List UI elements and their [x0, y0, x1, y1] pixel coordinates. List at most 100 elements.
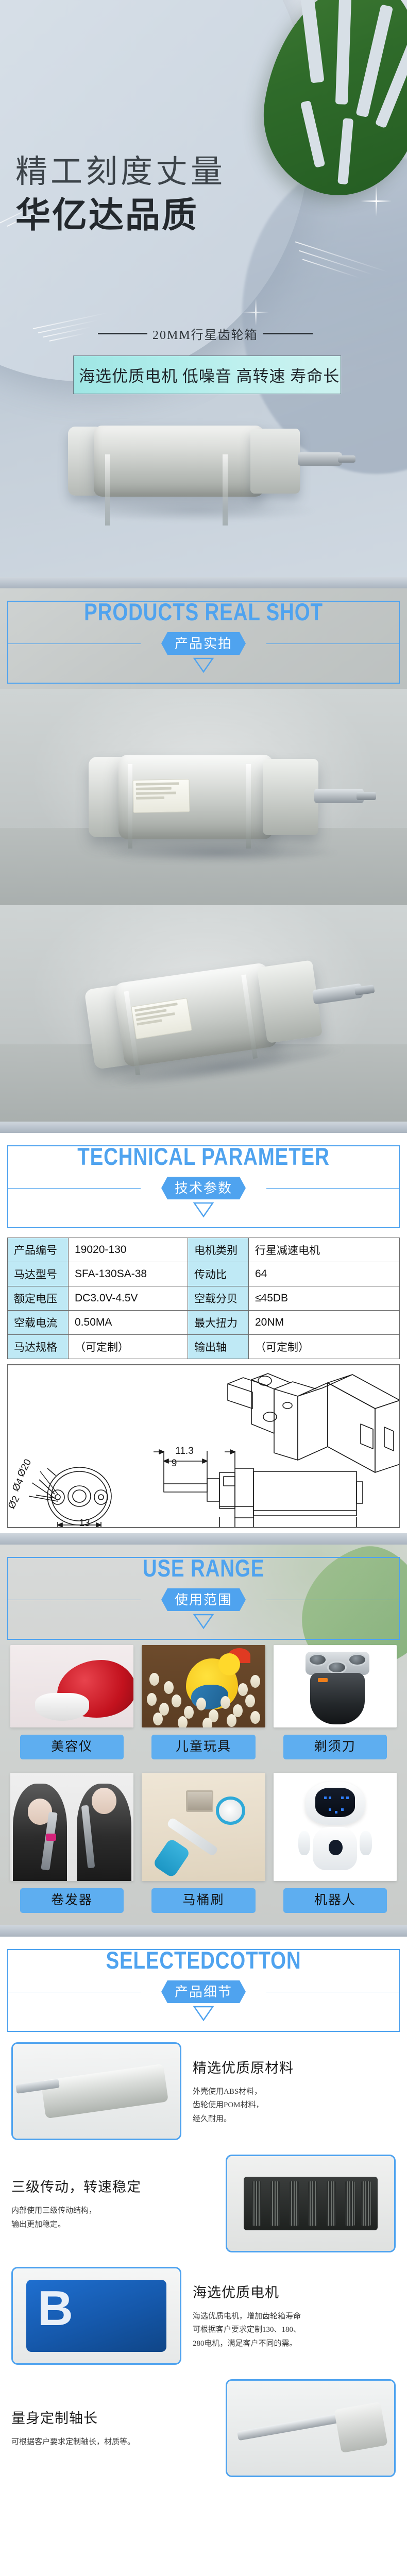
- section-frame: [7, 601, 400, 684]
- badge-line-right: [266, 643, 399, 644]
- section-badge-row: 使用范围: [0, 1588, 407, 1611]
- section-badge: 技术参数: [161, 1177, 246, 1199]
- hero-title-block: 精工刻度丈量 华亿达品质: [15, 155, 263, 237]
- section-badge-row: 产品细节: [0, 1980, 407, 2003]
- spec-value: 64: [248, 1262, 400, 1286]
- gearbox-housing: [250, 429, 300, 494]
- use-case-image: [273, 1645, 397, 1727]
- detail-title: 海选优质电机: [193, 2285, 279, 2301]
- detail-title: 量身定制轴长: [11, 2411, 98, 2427]
- technical-drawing: Ø20 Ø4 Ø2 13 11.3 9 5 18 24: [7, 1364, 400, 1528]
- hero-title-line2: 华亿达品质: [15, 195, 199, 236]
- use-range-row-2: 卷发器 马桶刷: [0, 1773, 407, 1913]
- section-header-real-shot: PRODUCTS REAL SHOT 产品实拍: [0, 588, 407, 689]
- section-badge: 使用范围: [161, 1588, 246, 1611]
- detail-list: 精选优质原材料 外壳使用ABS材料， 齿轮使用POM材料， 经久耐用。 三级传: [0, 2037, 407, 2501]
- detail-text-block: 精选优质原材料 外壳使用ABS材料， 齿轮使用POM材料， 经久耐用。: [193, 2057, 396, 2126]
- product-reflection: [75, 499, 317, 522]
- section-header-use-range: USE RANGE 使用范围: [0, 1545, 407, 1645]
- rule-right-icon: [263, 333, 313, 334]
- divider-strip: [0, 1533, 407, 1545]
- use-case-item[interactable]: 儿童玩具: [142, 1645, 265, 1759]
- badge-line-left: [8, 643, 141, 644]
- detail-line: 280电机，满足客户不同的需。: [193, 2339, 297, 2348]
- section-english-title: TECHNICAL PARAMETER: [77, 1143, 330, 1170]
- detail-line: 外壳使用ABS材料，: [193, 2088, 262, 2096]
- gearbox-housing: [263, 759, 318, 835]
- spec-value: 行星减速电机: [248, 1238, 400, 1262]
- spec-key: 最大扭力: [188, 1310, 249, 1335]
- detail-row: 精选优质原材料 外壳使用ABS材料， 齿轮使用POM材料， 经久耐用。: [0, 2037, 407, 2149]
- output-shaft-tip: [338, 455, 355, 463]
- real-shot-photo-1: [0, 689, 407, 905]
- detail-line: 齿轮使用POM材料，: [193, 2101, 264, 2110]
- detail-line: 内部使用三级传动结构，: [11, 2207, 97, 2215]
- product-shadow: [98, 842, 340, 863]
- divider-strip: [0, 1925, 407, 1937]
- hero-banner: 精工刻度丈量 华亿达品质 20MM行星齿轮箱 海选优质电机 低噪音 高转速 寿命…: [0, 0, 407, 577]
- dimension-label-11-3: 11.3: [175, 1446, 194, 1456]
- drawing-svg: Ø20 Ø4 Ø2 13 11.3 9 5 18 24: [8, 1373, 399, 1527]
- use-case-item[interactable]: 机器人: [273, 1773, 397, 1913]
- section-frame: [7, 1557, 400, 1640]
- dimension-label-9: 9: [172, 1458, 177, 1469]
- output-shaft: [298, 452, 342, 466]
- spec-value: （可定制）: [248, 1334, 400, 1359]
- use-range-row-1: 美容仪 儿童玩具: [0, 1645, 407, 1759]
- detail-row: 海选优质电机 海选优质电机，增加齿轮箱寿命 可根据客户要求定制130、180、 …: [0, 2262, 407, 2374]
- output-shaft-tip: [357, 792, 376, 800]
- spec-value: ≤45DB: [248, 1286, 400, 1311]
- spec-key: 电机类别: [188, 1238, 249, 1262]
- detail-image: [11, 2267, 181, 2365]
- detail-line: 可根据客户要求定制130、180、: [193, 2326, 301, 2334]
- use-case-image: [142, 1645, 265, 1727]
- sparkle-decoration: [242, 299, 269, 326]
- detail-text-block: 三级传动，转速稳定 内部使用三级传动结构， 输出更加稳定。: [11, 2176, 214, 2231]
- detail-line: 经久耐用。: [193, 2114, 232, 2123]
- use-case-item[interactable]: 马桶刷: [142, 1773, 265, 1913]
- section-header-details: SELECTEDCOTTON 产品细节: [0, 1937, 407, 2037]
- use-case-item[interactable]: 美容仪: [10, 1645, 134, 1759]
- use-case-image: [10, 1773, 134, 1881]
- spec-key: 空载电流: [7, 1310, 69, 1335]
- spec-value: 20NM: [248, 1310, 400, 1335]
- section-frame: [7, 1949, 400, 2032]
- spec-key: 产品编号: [7, 1238, 69, 1262]
- table-row: 马达型号 SFA-130SA-38 传动比 64: [7, 1262, 400, 1286]
- section-english-title: USE RANGE: [142, 1554, 265, 1582]
- badge-line-right: [266, 1188, 399, 1189]
- rule-left-icon: [98, 333, 147, 334]
- chevron-down-icon: [193, 657, 214, 673]
- motor-label-sticker: [132, 779, 190, 813]
- product-detail-page: 精工刻度丈量 华亿达品质 20MM行星齿轮箱 海选优质电机 低噪音 高转速 寿命…: [0, 0, 407, 2501]
- hero-subtitle-text: 20MM行星齿轮箱: [152, 329, 258, 342]
- output-shaft: [314, 789, 364, 803]
- spec-key: 输出轴: [188, 1334, 249, 1359]
- spec-value: 19020-130: [68, 1238, 188, 1262]
- spec-value: （可定制）: [68, 1334, 188, 1359]
- use-case-item[interactable]: 卷发器: [10, 1773, 134, 1913]
- detail-row: 量身定制轴长 可根据客户要求定制轴长，材质等。: [0, 2374, 407, 2486]
- use-case-image: [142, 1773, 265, 1881]
- use-case-item[interactable]: 剃须刀: [273, 1645, 397, 1759]
- spec-key: 传动比: [188, 1262, 249, 1286]
- spec-table-wrapper: 产品编号 19020-130 电机类别 行星减速电机 马达型号 SFA-130S…: [0, 1233, 407, 1359]
- use-case-label: 剃须刀: [283, 1735, 387, 1759]
- detail-body: 可根据客户要求定制轴长，材质等。: [11, 2435, 214, 2449]
- section-badge-row: 技术参数: [0, 1177, 407, 1199]
- spec-key: 空载分贝: [188, 1286, 249, 1311]
- detail-body: 海选优质电机，增加齿轮箱寿命 可根据客户要求定制130、180、 280电机，满…: [193, 2310, 396, 2350]
- use-case-label: 儿童玩具: [151, 1735, 256, 1759]
- chevron-down-icon: [193, 1202, 214, 1218]
- section-header-technical: TECHNICAL PARAMETER 技术参数: [0, 1133, 407, 1233]
- hero-title-line1: 精工刻度丈量: [15, 155, 226, 190]
- detail-line: 海选优质电机，增加齿轮箱寿命: [193, 2312, 301, 2321]
- section-frame: [7, 1145, 400, 1228]
- motor-body: [94, 426, 264, 526]
- detail-title: 三级传动，转速稳定: [11, 2179, 141, 2195]
- chevron-down-icon: [193, 1614, 214, 1630]
- detail-body: 内部使用三级传动结构， 输出更加稳定。: [11, 2204, 214, 2231]
- detail-text-block: 海选优质电机 海选优质电机，增加齿轮箱寿命 可根据客户要求定制130、180、 …: [193, 2281, 396, 2350]
- divider-strip: [0, 577, 407, 588]
- table-row: 马达规格 （可定制） 输出轴 （可定制）: [7, 1334, 400, 1359]
